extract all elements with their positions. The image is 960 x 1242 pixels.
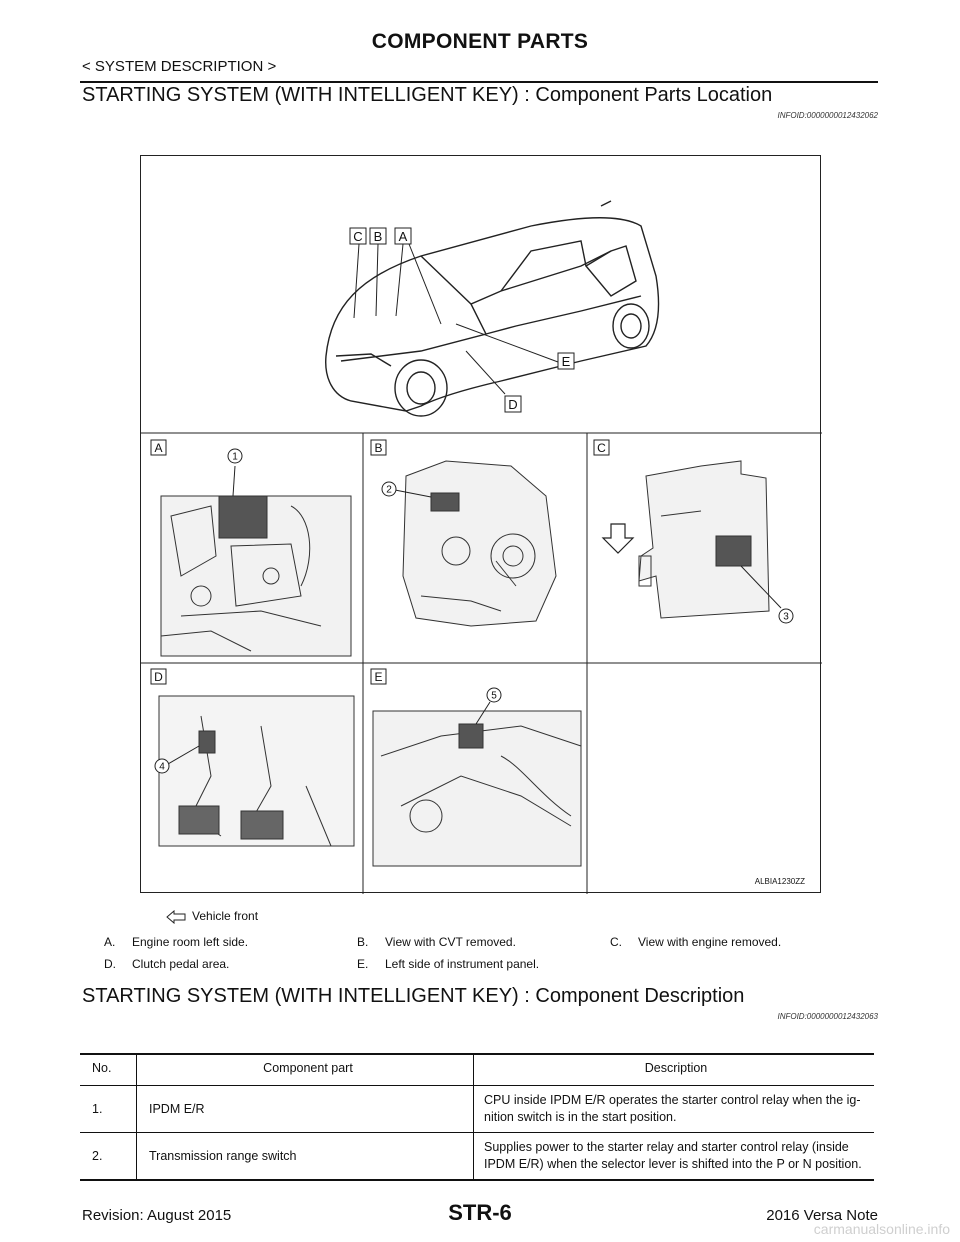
callout-3: 3 bbox=[783, 612, 789, 623]
car-callout-lines bbox=[353, 243, 559, 395]
panel-a-engine-room bbox=[160, 495, 352, 657]
panel-letter-A: A bbox=[154, 441, 162, 455]
figure-illustration: C B A E D A B C D E bbox=[141, 200, 822, 894]
row-component-part: Transmission range switch bbox=[136, 1132, 474, 1181]
footer-revision: Revision: August 2015 bbox=[82, 1207, 232, 1224]
legend-item-D-text: Clutch pedal area. bbox=[132, 957, 230, 971]
panel-letter-B: B bbox=[374, 441, 382, 455]
column-header-description: Description bbox=[473, 1053, 874, 1086]
row-no: 1. bbox=[80, 1085, 137, 1133]
row-description-line: Supplies power to the starter relay and … bbox=[484, 1140, 849, 1154]
figure-code: ALBIA1230ZZ bbox=[755, 877, 805, 886]
infoid-location: INFOID:0000000012432062 bbox=[777, 111, 878, 120]
breadcrumb: < SYSTEM DESCRIPTION > bbox=[82, 58, 277, 75]
callout-4: 4 bbox=[159, 762, 165, 773]
panel-letter-boxes bbox=[150, 439, 610, 685]
table-row: 1. IPDM E/R CPU inside IPDM E/R operates… bbox=[80, 1085, 874, 1133]
callout-1: 1 bbox=[232, 452, 238, 463]
row-description-line: nition switch is in the start position. bbox=[484, 1110, 677, 1124]
legend-item-E-key: E. bbox=[357, 957, 369, 971]
row-description: Supplies power to the starter relay and … bbox=[473, 1132, 874, 1181]
car-callout-A: A bbox=[399, 229, 408, 244]
car-illustration bbox=[325, 200, 660, 417]
panel-d-pedals bbox=[158, 695, 355, 847]
panel-b-cvt bbox=[402, 460, 557, 627]
table-row: 2. Transmission range switch Supplies po… bbox=[80, 1132, 874, 1181]
row-description-line: IPDM E/R) when the selector lever is shi… bbox=[484, 1157, 862, 1171]
car-callout-boxes bbox=[349, 227, 575, 413]
row-description: CPU inside IPDM E/R operates the starter… bbox=[473, 1085, 874, 1133]
panel-letter-D: D bbox=[154, 670, 163, 684]
vehicle-front-arrow-c bbox=[601, 523, 635, 554]
column-header-no: No. bbox=[80, 1053, 137, 1086]
legend-item-D-key: D. bbox=[104, 957, 116, 971]
legend-item-B-text: View with CVT removed. bbox=[385, 935, 516, 949]
panel-e-instrument bbox=[372, 710, 582, 867]
row-description-line: CPU inside IPDM E/R operates the starter… bbox=[484, 1093, 861, 1107]
vehicle-front-arrow-icon bbox=[166, 909, 188, 925]
infoid-description: INFOID:0000000012432063 bbox=[777, 1012, 878, 1021]
watermark: carmanualsonline.info bbox=[813, 1221, 950, 1237]
component-location-figure: C B A E D A B C D E bbox=[140, 155, 822, 894]
car-callout-E: E bbox=[562, 354, 571, 369]
component-description-table: No. Component part Description 1. IPDM E… bbox=[80, 1053, 874, 1181]
column-header-component-part: Component part bbox=[136, 1053, 474, 1086]
callout-5: 5 bbox=[491, 691, 497, 702]
panel-c-engine bbox=[638, 460, 770, 619]
legend-item-C-text: View with engine removed. bbox=[638, 935, 782, 949]
callout-2: 2 bbox=[386, 485, 392, 496]
vehicle-front-label: Vehicle front bbox=[192, 909, 259, 923]
legend-item-E-text: Left side of instrument panel. bbox=[385, 957, 540, 971]
callout-circles bbox=[154, 448, 794, 774]
legend-item-B-key: B. bbox=[357, 935, 369, 949]
footer-model: 2016 Versa Note bbox=[766, 1207, 878, 1224]
car-callout-C: C bbox=[353, 229, 362, 244]
section-title-description: STARTING SYSTEM (WITH INTELLIGENT KEY) :… bbox=[82, 985, 745, 1007]
header-rule bbox=[80, 81, 878, 83]
section-title-location: STARTING SYSTEM (WITH INTELLIGENT KEY) :… bbox=[82, 84, 773, 106]
legend-item-C-key: C. bbox=[610, 935, 622, 949]
page-header-title: COMPONENT PARTS bbox=[371, 30, 589, 53]
car-callout-D: D bbox=[508, 397, 517, 412]
row-component-part: IPDM E/R bbox=[136, 1085, 474, 1133]
legend-item-A-key: A. bbox=[104, 935, 116, 949]
panel-letter-E: E bbox=[374, 670, 382, 684]
legend-item-A-text: Engine room left side. bbox=[132, 935, 249, 949]
row-no: 2. bbox=[80, 1132, 137, 1181]
panel-letter-C: C bbox=[597, 441, 606, 455]
footer-page-number: STR-6 bbox=[448, 1200, 512, 1225]
car-callout-B: B bbox=[374, 229, 383, 244]
